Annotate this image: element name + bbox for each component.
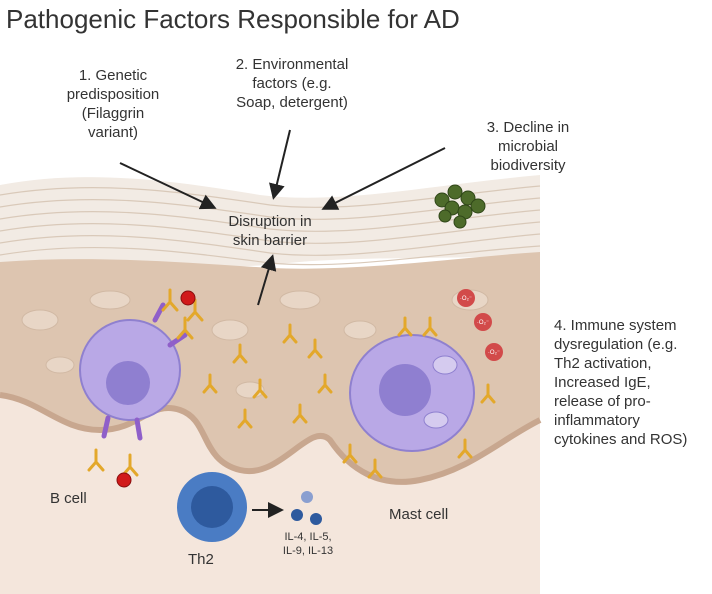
factor-microbial-label: 3. Decline in microbial biodiversity xyxy=(458,118,598,175)
allergen-particles xyxy=(116,290,196,488)
factor-immune-line: cytokines and ROS) xyxy=(554,431,688,448)
cytokine-line: IL-9, IL-13 xyxy=(282,545,334,557)
mast-cell-label: Mast cell xyxy=(389,506,449,523)
th2-cell xyxy=(177,472,247,542)
page-title: Pathogenic Factors Responsible for AD xyxy=(6,4,460,34)
factor-immune-line: Increased IgE, xyxy=(554,374,651,391)
bacteria-cluster xyxy=(434,184,486,229)
mast-cell xyxy=(349,334,475,452)
arrow-to-barrier xyxy=(257,254,277,306)
arrow-genetic xyxy=(119,162,217,210)
factor-environmental-line: 2. Environmental xyxy=(235,56,349,73)
basement-membrane xyxy=(0,392,542,485)
stratum-corneum xyxy=(0,175,540,268)
center-barrier-label: Disruption in skin barrier xyxy=(205,212,335,250)
factor-microbial-line: microbial xyxy=(497,138,558,155)
ros-molecules xyxy=(457,289,503,361)
arrow-environmental xyxy=(269,129,291,200)
ige-antibodies xyxy=(87,288,496,479)
factor-microbial-line: 3. Decline in xyxy=(486,119,570,136)
center-barrier-line: Disruption in xyxy=(228,213,312,230)
factor-microbial-line: biodiversity xyxy=(490,157,566,174)
factor-genetic-line: predisposition xyxy=(66,86,160,103)
ros-label: ·O₂⁻ xyxy=(477,320,489,326)
factor-genetic-label: 1. Genetic predisposition (Filaggrin var… xyxy=(48,66,178,142)
b-cell xyxy=(79,302,188,441)
keratinocytes xyxy=(21,289,489,399)
factor-environmental-line: factors (e.g. xyxy=(252,75,332,92)
factor-genetic-line: variant) xyxy=(87,124,139,141)
factor-immune-line: 4. Immune system xyxy=(554,317,677,334)
th2-label: Th2 xyxy=(188,551,214,568)
cytokine-label: IL-4, IL-5, IL-9, IL-13 xyxy=(268,530,348,558)
b-cell-label: B cell xyxy=(50,490,87,507)
factor-immune-line: inflammatory xyxy=(554,412,640,429)
factor-immune-line: release of pro- xyxy=(554,393,651,410)
factor-immune-label: 4. Immune system dysregulation (e.g. Th2… xyxy=(554,316,710,449)
factor-immune-line: Th2 activation, xyxy=(554,355,652,372)
cytokine-dots xyxy=(291,491,322,525)
arrow-microbial xyxy=(321,147,446,210)
factor-environmental-line: Soap, detergent) xyxy=(236,94,348,111)
center-barrier-line: skin barrier xyxy=(232,232,308,249)
factor-genetic-line: 1. Genetic xyxy=(78,67,148,84)
cytokine-line: IL-4, IL-5, xyxy=(284,531,332,543)
factor-immune-line: dysregulation (e.g. xyxy=(554,336,678,353)
factor-genetic-line: (Filaggrin xyxy=(81,105,145,122)
ros-label: ·O₂⁻ xyxy=(488,350,500,356)
ros-label: ·O₂⁻ xyxy=(460,296,472,302)
factor-environmental-label: 2. Environmental factors (e.g. Soap, det… xyxy=(222,55,362,112)
